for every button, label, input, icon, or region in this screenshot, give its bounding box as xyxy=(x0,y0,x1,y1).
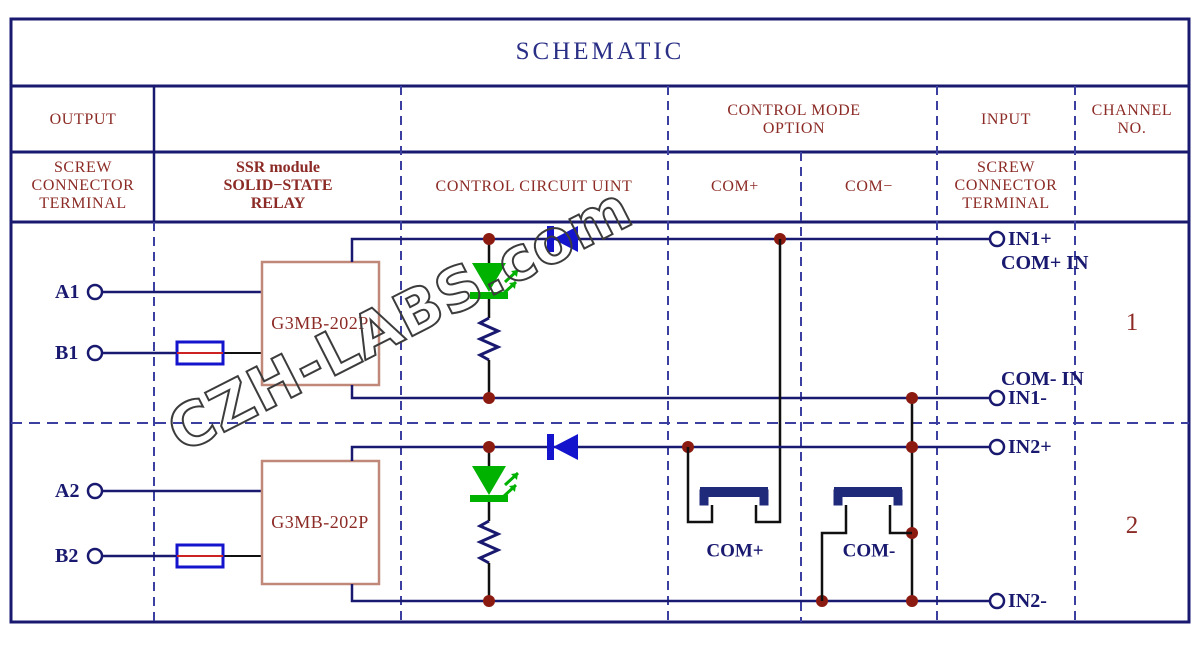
ssr-relay-box-ch2 xyxy=(260,459,381,586)
wire-ch1-top-rail xyxy=(350,237,780,262)
terminal-post-in1n xyxy=(988,389,1006,407)
table-row-lines xyxy=(11,84,1189,224)
protection-diode-ch1 xyxy=(547,226,578,252)
junction-dot xyxy=(483,233,495,245)
wire-com-minus-jumper-right xyxy=(888,505,912,535)
output-fuse xyxy=(175,543,225,569)
terminal-post-b1 xyxy=(86,344,104,362)
wire-ch2-bottom-rail xyxy=(350,584,990,603)
channel-2-circuit xyxy=(86,434,1006,610)
junction-dot xyxy=(483,441,495,453)
wire-com-plus-jumper-left xyxy=(686,447,714,524)
wire-ch2-top-rail xyxy=(350,445,990,461)
com-plus-jumper-shunt[interactable] xyxy=(699,487,769,506)
current-limit-resistor-ch2 xyxy=(476,519,502,565)
status-led-ch2 xyxy=(470,466,520,502)
terminal-post-a2 xyxy=(86,482,104,500)
junction-dot xyxy=(906,595,918,607)
wire-com-plus-jumper-right xyxy=(754,505,782,524)
junction-dot xyxy=(906,392,918,404)
channel-1-circuit xyxy=(86,226,1006,601)
terminal-post-b2 xyxy=(86,547,104,565)
junction-dot xyxy=(906,441,918,453)
protection-diode-ch2 xyxy=(547,434,578,460)
output-fuse xyxy=(175,340,225,366)
terminal-post-in2p xyxy=(988,438,1006,456)
terminal-post-in1p xyxy=(988,230,1006,248)
wire-ch1-bottom-rail xyxy=(350,385,990,400)
terminal-post-a1 xyxy=(86,283,104,301)
table-outer-border xyxy=(9,17,1191,624)
status-led-ch1 xyxy=(470,263,520,299)
junction-dot xyxy=(483,595,495,607)
terminal-post-in2n xyxy=(988,592,1006,610)
current-limit-resistor-ch1 xyxy=(476,316,502,362)
com-minus-jumper-shunt[interactable] xyxy=(833,487,903,506)
junction-dot xyxy=(483,392,495,404)
ssr-relay-box-ch1 xyxy=(260,260,381,387)
wire-com-minus-jumper-left xyxy=(820,505,848,601)
